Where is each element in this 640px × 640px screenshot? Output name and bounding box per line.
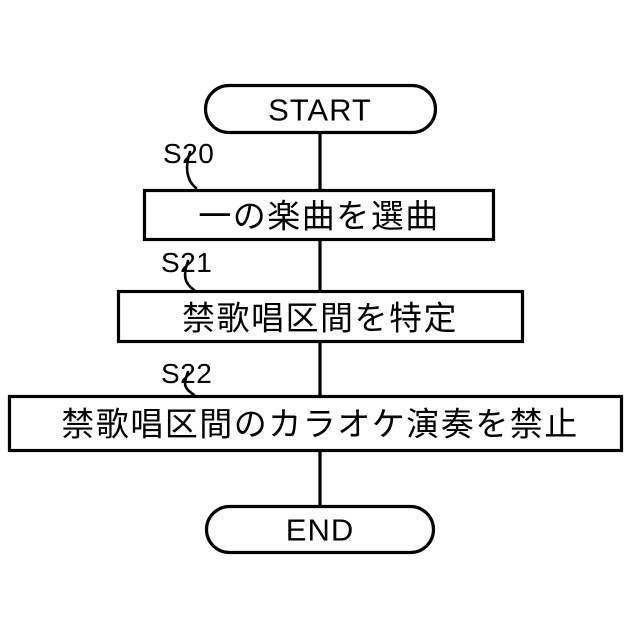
end-label: END [286, 513, 354, 548]
step-label-s22: S22 [161, 358, 212, 397]
step-leader-s20 [185, 150, 198, 190]
s21-box-shape [116, 289, 525, 344]
node-s20[interactable]: 一の楽曲を選曲 [142, 188, 496, 242]
end-terminator-shape [204, 504, 436, 555]
node-s22[interactable]: 禁歌唱区間のカラオケ演奏を禁止 [7, 394, 624, 453]
s20-box-shape [142, 188, 496, 242]
s20-label: 一の楽曲を選曲 [198, 197, 440, 236]
node-start[interactable]: START [203, 83, 438, 135]
step-label-s20: S20 [163, 138, 214, 190]
start-terminator-shape [203, 83, 438, 135]
step-label-s21: S21 [161, 247, 212, 292]
s22-label: 禁歌唱区間のカラオケ演奏を禁止 [61, 405, 579, 444]
step-leader-s21 [183, 259, 196, 292]
s21-label: 禁歌唱区間を特定 [182, 299, 458, 338]
node-end[interactable]: END [204, 504, 436, 555]
step-leader-s22 [183, 370, 196, 397]
node-s21[interactable]: 禁歌唱区間を特定 [116, 289, 525, 344]
s22-box-shape [7, 394, 624, 453]
start-label: START [268, 93, 372, 128]
